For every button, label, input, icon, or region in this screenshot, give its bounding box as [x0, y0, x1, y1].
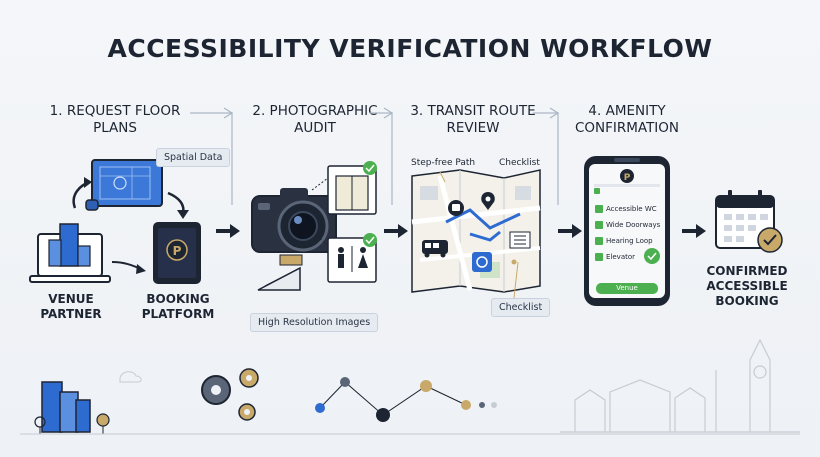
step-free-callout: Step-free Path — [411, 158, 476, 168]
flow-arrows — [216, 224, 706, 238]
skyline-right — [560, 338, 800, 433]
network-line — [319, 381, 467, 416]
top-connectors — [190, 107, 560, 205]
tablet-icon: P — [153, 222, 201, 284]
checklist-callout-top: Checklist — [499, 158, 540, 168]
calendar-check-icon — [715, 190, 783, 253]
venue-partner-label: VENUE PARTNER — [40, 292, 102, 321]
elevator-icon — [327, 161, 377, 215]
camera-icon — [251, 188, 337, 253]
spatial-data-callout: Spatial Data — [156, 148, 231, 167]
restroom-icon — [327, 233, 377, 283]
step-1-title: 1. REQUEST FLOOR PLANS — [49, 103, 181, 136]
checklist-callout-bottom: Checklist — [491, 298, 551, 317]
gears-icon — [201, 368, 259, 421]
skyline-left — [34, 381, 110, 434]
blueprint-icon — [85, 159, 163, 211]
confirmed-booking-label: CONFIRMED ACCESSIBLE BOOKING — [706, 264, 788, 308]
page-title: ACCESSIBILITY VERIFICATION WORKFLOW — [107, 34, 713, 63]
smartphone-icon: P — [584, 156, 670, 306]
svg-text:P: P — [173, 244, 182, 258]
step-4-title: 4. AMENITY CONFIRMATION — [574, 103, 680, 136]
checklist-item: Elevator — [606, 253, 636, 261]
checklist-item: Accessible WC — [606, 205, 657, 213]
map-icon — [411, 169, 541, 293]
checklist-item: Hearing Loop — [606, 237, 653, 245]
laptop-icon — [29, 223, 111, 283]
step-3-title: 3. TRANSIT ROUTE REVIEW — [410, 103, 536, 136]
checklist-item: Wide Doorways — [606, 221, 661, 229]
booking-platform-label: BOOKING PLATFORM — [141, 292, 215, 321]
network-nodes — [315, 377, 497, 422]
venue-button[interactable]: Venue — [616, 284, 638, 292]
svg-text:P: P — [624, 173, 631, 183]
step-2-title: 2. PHOTOGRAPHIC AUDIT — [252, 103, 378, 136]
ramp-icon — [257, 254, 303, 291]
high-resolution-callout: High Resolution Images — [250, 313, 379, 332]
